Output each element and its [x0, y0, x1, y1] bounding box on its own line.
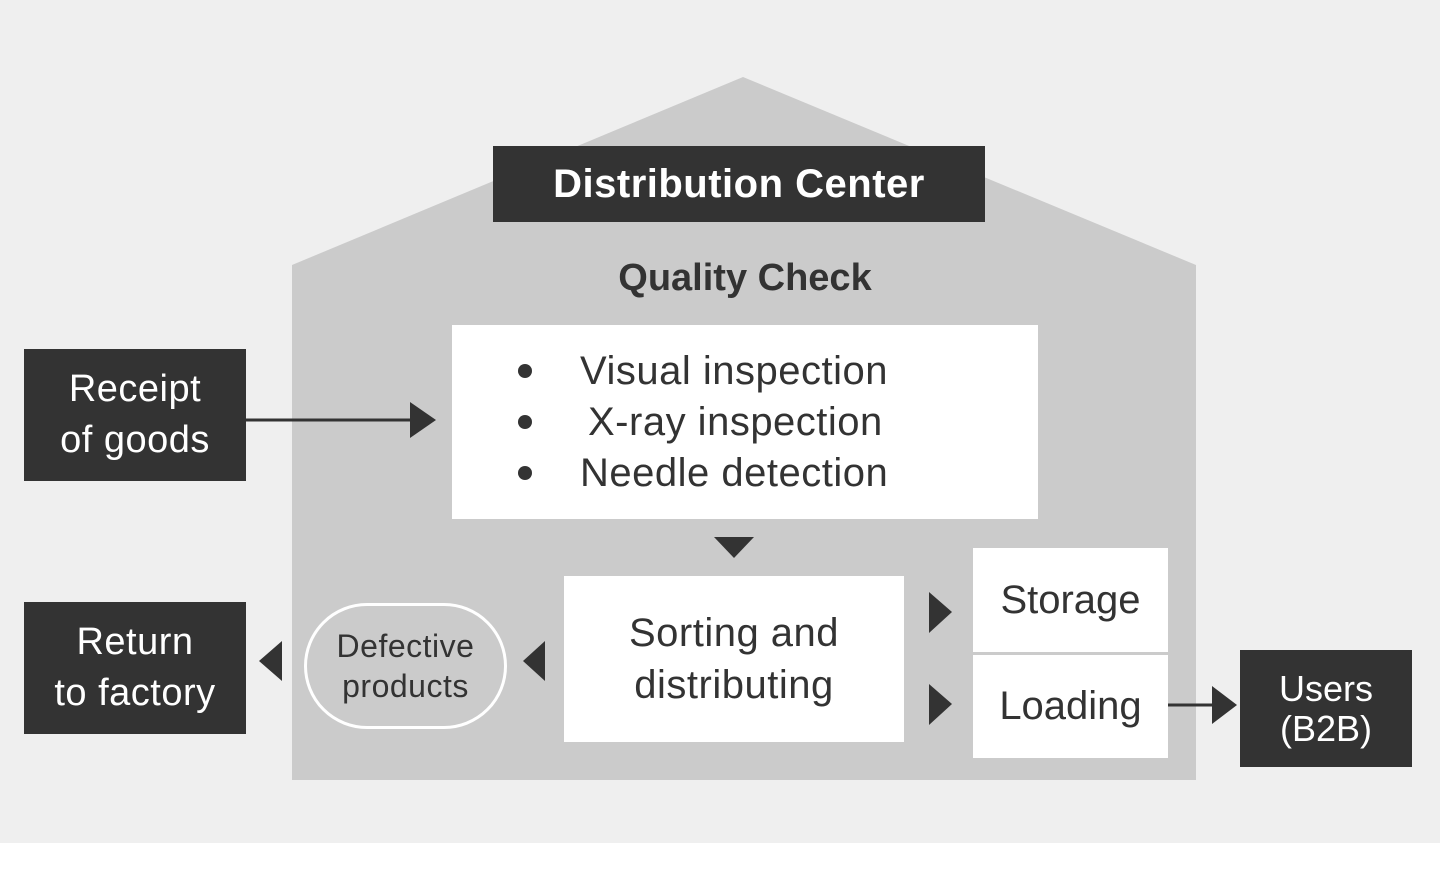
bullet-icon — [518, 415, 532, 429]
receipt-line-2: of goods — [60, 415, 210, 466]
receipt-of-goods-box: Receipt of goods — [24, 349, 246, 481]
diagram-canvas: Distribution Center Quality Check Visual… — [0, 0, 1440, 843]
arrow-defective-to-return — [259, 641, 282, 681]
sorting-line-1: Sorting and — [629, 607, 839, 659]
defective-line-1: Defective — [337, 626, 475, 666]
sorting-line-2: distributing — [634, 659, 833, 711]
qc-list-item: Visual inspection — [508, 346, 888, 397]
users-line-1: Users — [1279, 669, 1373, 709]
return-line-2: to factory — [54, 668, 215, 719]
users-line-2: (B2B) — [1280, 709, 1372, 749]
qc-item-text: Visual inspection — [580, 346, 888, 397]
storage-box: Storage — [973, 548, 1168, 652]
qc-list-item: Needle detection — [508, 448, 888, 499]
sorting-distributing-box: Sorting and distributing — [564, 576, 904, 742]
users-b2b-box: Users (B2B) — [1240, 650, 1412, 767]
loading-box: Loading — [973, 655, 1168, 758]
bullet-icon — [518, 364, 532, 378]
distribution-center-title: Distribution Center — [493, 146, 985, 222]
defective-products-pill: Defective products — [304, 603, 507, 729]
qc-list-item: X-ray inspection — [508, 397, 883, 448]
qc-item-text: Needle detection — [580, 448, 888, 499]
receipt-line-1: Receipt — [69, 364, 201, 415]
defective-line-2: products — [342, 666, 469, 706]
return-to-factory-box: Return to factory — [24, 602, 246, 734]
bullet-icon — [518, 466, 532, 480]
quality-check-box: Visual inspection X-ray inspection Needl… — [452, 325, 1038, 519]
return-line-1: Return — [76, 617, 193, 668]
qc-item-text: X-ray inspection — [588, 397, 883, 448]
quality-check-label: Quality Check — [560, 252, 930, 304]
